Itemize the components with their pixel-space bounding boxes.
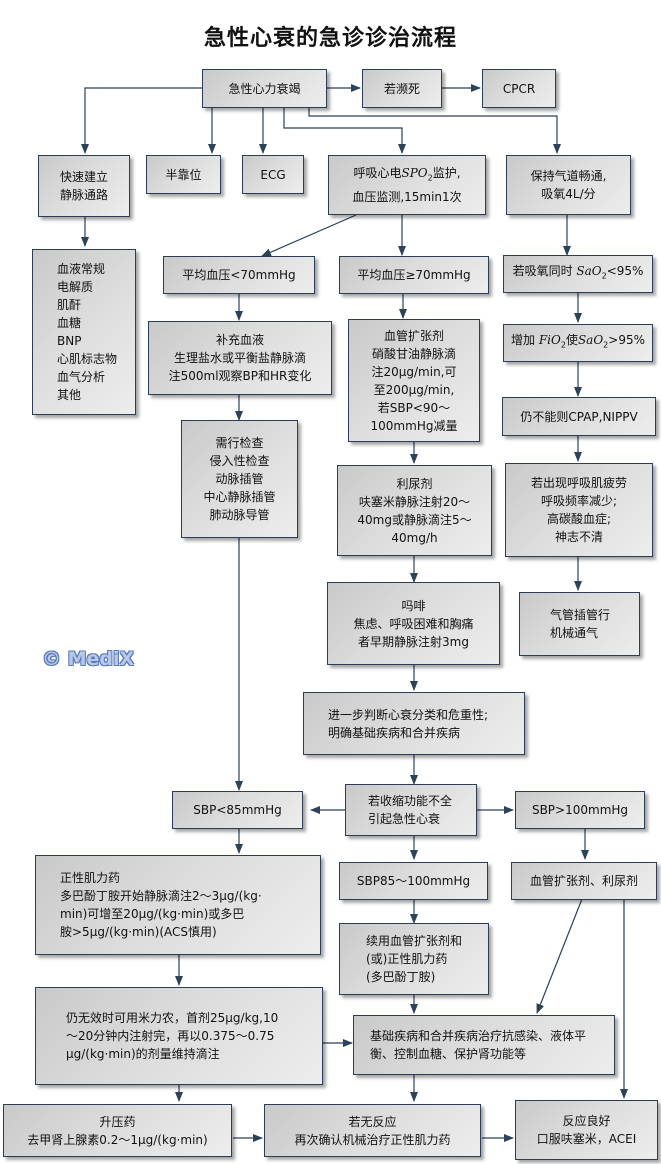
- node-invasive-tests[interactable]: 需行检查 侵入性检查 动脉插管 中心静脉插管 肺动脉导管: [181, 420, 298, 538]
- node-label: 保持气道畅通, 吸氧4L/分: [530, 169, 607, 201]
- node-label: 需行检查 侵入性检查 动脉插管 中心静脉插管 肺动脉导管: [203, 436, 276, 522]
- subscript: 2: [601, 271, 607, 281]
- node-continue-vasodilator[interactable]: 续用血管扩张剂和 (或)正性肌力药 (多巴酚丁胺): [339, 923, 489, 995]
- node-underlying-treatment[interactable]: 基础疾病和合并疾病治疗抗感染、液体平 衡、控制血糖、保护肾功能等: [353, 1015, 615, 1075]
- node-respiratory-fatigue[interactable]: 若出现呼吸肌疲劳 呼吸频率减少; 高碳酸血症; 神志不清: [505, 463, 653, 557]
- node-iv-access[interactable]: 快速建立 静脉通路: [38, 155, 130, 217]
- node-label: 补充血液 生理盐水或平衡盐静脉滴 注500ml观察BP和HR变化: [168, 333, 312, 383]
- node-label: 基础疾病和合并疾病治疗抗感染、液体平 衡、控制血糖、保护肾功能等: [370, 1029, 587, 1061]
- spo2-symbol: SPO: [401, 166, 428, 181]
- label-part: 使: [565, 333, 578, 348]
- node-vasodilator-diuretic[interactable]: 血管扩张剂、利尿剂: [511, 862, 657, 900]
- node-label: 升压药 去甲肾上腺素0.2～1μg/(kg·min): [27, 1114, 208, 1147]
- edge-start-monitor: [283, 108, 406, 154]
- node-label: 平均血压≥70mmHg: [357, 268, 471, 282]
- label-part: 若吸氧同时: [512, 264, 577, 279]
- node-label: 正性肌力药 多巴酚丁胺开始静脉滴注2～3μg/(kg· min)可增至20μg/…: [60, 871, 262, 939]
- page-title: 急性心衰的急诊诊治流程: [203, 25, 457, 51]
- node-good-response[interactable]: 反应良好 口服呋塞米，ACEI: [515, 1100, 658, 1160]
- node-label: 血管扩张剂 硝酸甘油静脉滴 注20μg/min,可 至200μg/min, 若S…: [370, 328, 458, 433]
- node-cpap-nippv[interactable]: 仍不能则CPAP,NIPPV: [502, 397, 656, 436]
- edge-vasodiur-underlying: [536, 898, 583, 1014]
- node-label: 反应良好 口服呋塞米，ACEI: [536, 1114, 637, 1146]
- node-map-low[interactable]: 平均血压<70mmHg: [163, 256, 315, 294]
- node-sbp-low[interactable]: SBP<85mmHg: [172, 791, 303, 829]
- node-label: 若濒死: [383, 81, 420, 96]
- subscript: 2: [560, 340, 566, 350]
- node-label: CPCR: [502, 81, 536, 96]
- sao2-symbol: SaO: [576, 264, 602, 279]
- node-label: SBP>100mmHg: [531, 803, 629, 817]
- node-classify-severity[interactable]: 进一步判断心衰分类和危重性; 明确基础疾病和合并疾病: [303, 692, 525, 755]
- label-part: 增加: [511, 333, 539, 348]
- watermark-logo: © MediX: [42, 648, 135, 670]
- node-airway[interactable]: 保持气道畅通, 吸氧4L/分: [506, 155, 631, 215]
- label-part: <95%: [606, 264, 644, 279]
- node-label: 吗啡 焦虑、呼吸困难和胸痛 者早期静脉注射3mg: [353, 598, 474, 649]
- node-no-response[interactable]: 若无反应 再次确认机械治疗正性肌力药: [264, 1104, 481, 1157]
- node-ecg[interactable]: ECG: [242, 155, 304, 194]
- node-label: 半靠位: [165, 167, 202, 182]
- node-acute-heart-failure[interactable]: 急性心力衰竭: [202, 69, 327, 108]
- label-part: 监护, 血压监测,15min1次: [352, 166, 462, 204]
- node-label: 续用血管扩张剂和 (或)正性肌力药 (多巴酚丁胺): [366, 934, 463, 984]
- node-sbp-high[interactable]: SBP>100mmHg: [515, 791, 645, 829]
- label-part: >95%: [608, 333, 645, 348]
- node-vasopressor[interactable]: 升压药 去甲肾上腺素0.2～1μg/(kg·min): [3, 1104, 232, 1157]
- node-morphine[interactable]: 吗啡 焦虑、呼吸困难和胸痛 者早期静脉注射3mg: [327, 582, 500, 665]
- label-part: 呼吸心电: [353, 166, 402, 181]
- node-label: 若吸氧同时 SaO2<95%: [513, 262, 644, 285]
- node-label: 若出现呼吸肌疲劳 呼吸频率减少; 高碳酸血症; 神志不清: [530, 476, 627, 544]
- node-inotropes[interactable]: 正性肌力药 多巴酚丁胺开始静脉滴注2～3μg/(kg· min)可增至20μg/…: [35, 855, 321, 955]
- node-sao2-low[interactable]: 若吸氧同时 SaO2<95%: [503, 255, 653, 293]
- node-label: 血管扩张剂、利尿剂: [529, 874, 638, 888]
- node-systolic-dysfunction[interactable]: 若收缩功能不全 引起急性心衰: [345, 784, 477, 836]
- node-label: 呼吸心电SPO2监护, 血压监测,15min1次: [352, 164, 461, 205]
- subscript: 2: [427, 173, 433, 183]
- node-label: 快速建立 静脉通路: [59, 170, 108, 202]
- node-label: 仍无效时可用米力农，首剂25μg/kg,10 ～20分钟内注射完，再以0.375…: [66, 1011, 279, 1061]
- node-label: 血液常规 电解质 肌酐 血糖 BNP 心肌标志物 血气分析 其他: [57, 262, 118, 402]
- edge-start-iv: [81, 87, 202, 154]
- edge-monitor-maplow: [261, 214, 357, 257]
- subscript: 2: [603, 340, 609, 350]
- node-monitoring[interactable]: 呼吸心电SPO2监护, 血压监测,15min1次: [328, 155, 486, 215]
- node-increase-fio2[interactable]: 增加 FiO2使SaO2>95%: [503, 324, 653, 362]
- node-label: 若无反应 再次确认机械治疗正性肌力药: [294, 1114, 451, 1147]
- edge-start-airway: [308, 108, 561, 154]
- node-label: 气管插管行 机械通气: [550, 608, 611, 640]
- node-label: 急性心力衰竭: [228, 81, 301, 96]
- node-sbp-mid[interactable]: SBP85～100mmHg: [339, 862, 488, 900]
- node-label: SBP85～100mmHg: [356, 874, 471, 888]
- node-vasodilator[interactable]: 血管扩张剂 硝酸甘油静脉滴 注20μg/min,可 至200μg/min, 若S…: [348, 319, 480, 442]
- node-diuretic[interactable]: 利尿剂 呋塞米静脉注射20～ 40mg或静脉滴注5～ 40mg/h: [337, 465, 492, 556]
- node-label: 若收缩功能不全 引起急性心衰: [368, 794, 453, 826]
- node-fluid-replacement[interactable]: 补充血液 生理盐水或平衡盐静脉滴 注500ml观察BP和HR变化: [148, 321, 332, 395]
- node-semi-recumbent[interactable]: 半靠位: [146, 155, 221, 194]
- node-label: ECG: [260, 167, 286, 182]
- node-lab-tests[interactable]: 血液常规 电解质 肌酐 血糖 BNP 心肌标志物 血气分析 其他: [32, 249, 136, 415]
- node-label: 仍不能则CPAP,NIPPV: [520, 409, 638, 424]
- node-intubation[interactable]: 气管插管行 机械通气: [519, 592, 640, 656]
- node-near-death[interactable]: 若濒死: [362, 69, 442, 108]
- node-label: SBP<85mmHg: [193, 803, 282, 817]
- node-label: 进一步判断心衰分类和危重性; 明确基础疾病和合并疾病: [328, 707, 489, 740]
- sao2-symbol: SaO: [577, 333, 604, 348]
- node-label: 增加 FiO2使SaO2>95%: [511, 331, 645, 354]
- node-cpcr[interactable]: CPCR: [482, 69, 556, 108]
- fio2-symbol: FiO: [538, 333, 561, 348]
- node-map-high[interactable]: 平均血压≥70mmHg: [339, 256, 489, 294]
- node-label: 利尿剂 呋塞米静脉注射20～ 40mg或静脉滴注5～ 40mg/h: [357, 476, 472, 545]
- node-milrinone[interactable]: 仍无效时可用米力农，首剂25μg/kg,10 ～20分钟内注射完，再以0.375…: [35, 987, 323, 1085]
- node-label: 平均血压<70mmHg: [182, 268, 296, 282]
